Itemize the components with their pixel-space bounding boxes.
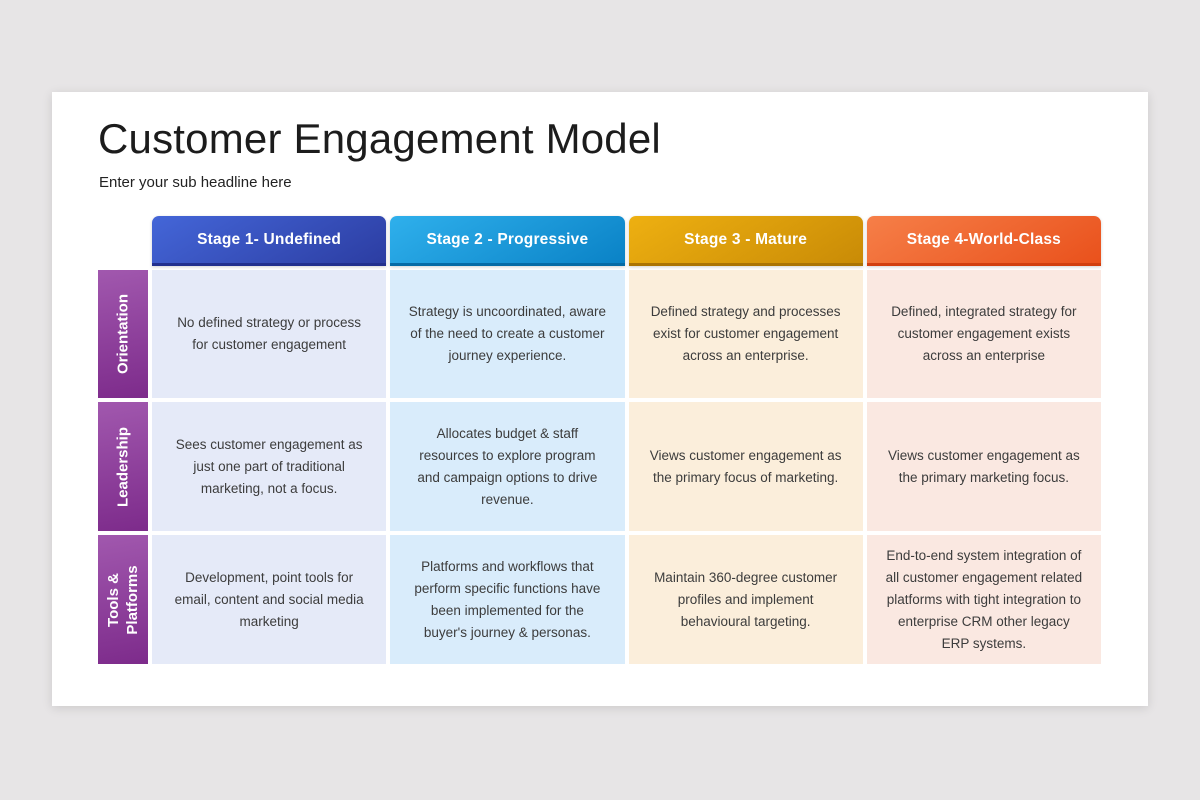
sub-headline: Enter your sub headline here — [99, 174, 292, 191]
column-header-stage-3: Stage 3 - Mature — [628, 216, 863, 266]
cell-tools-stage3: Maintain 360-degree customer profiles an… — [628, 535, 863, 664]
cell-orientation-stage1: No defined strategy or process for custo… — [152, 270, 387, 398]
cell-text: Platforms and workflows that perform spe… — [414, 558, 601, 640]
page-title: Customer Engagement Model — [98, 115, 661, 162]
row-label-orientation: Orientation — [98, 270, 148, 398]
cell-text: Strategy is uncoordinated, aware of the … — [408, 304, 607, 363]
column-header-label: Stage 2 - Progressive — [426, 230, 589, 248]
column-header-stage-2: Stage 2 - Progressive — [390, 216, 625, 266]
cell-tools-stage2: Platforms and workflows that perform spe… — [390, 535, 625, 664]
column-header-label: Stage 4-World-Class — [906, 230, 1061, 248]
cell-orientation-stage3: Defined strategy and processes exist for… — [628, 270, 863, 398]
column-header-stage-1: Stage 1- Undefined — [152, 216, 387, 266]
cell-leadership-stage3: Views customer engagement as the primary… — [628, 402, 863, 531]
cell-text: Maintain 360-degree customer profiles an… — [654, 569, 838, 629]
row-label-text: Leadership — [114, 426, 132, 507]
cell-orientation-stage2: Strategy is uncoordinated, aware of the … — [390, 270, 625, 398]
cell-text: Defined, integrated strategy for custome… — [891, 304, 1077, 363]
cell-text: Sees customer engagement as just one par… — [175, 436, 363, 496]
column-header-stage-4: Stage 4-World-Class — [866, 216, 1101, 266]
cell-leadership-stage4: Views customer engagement as the primary… — [866, 402, 1101, 531]
cell-text: Views customer engagement as the primary… — [649, 447, 842, 485]
row-label-text: Tools & Platforms — [105, 564, 141, 635]
cell-text: Views customer engagement as the primary… — [887, 447, 1080, 485]
cell-text: Development, point tools for email, cont… — [174, 569, 364, 629]
row-label-leadership: Leadership — [98, 402, 148, 531]
row-label-tools-platforms: Tools & Platforms — [98, 535, 148, 664]
cell-text: End-to-end system integration of all cus… — [885, 547, 1083, 651]
cell-text: Defined strategy and processes exist for… — [650, 304, 841, 363]
cell-leadership-stage2: Allocates budget & staff resources to ex… — [390, 402, 625, 531]
cell-text: Allocates budget & staff resources to ex… — [417, 425, 598, 507]
cell-tools-stage4: End-to-end system integration of all cus… — [866, 535, 1101, 664]
slide: Customer Engagement Model Enter your sub… — [52, 92, 1148, 706]
cell-text: No defined strategy or process for custo… — [177, 315, 362, 352]
column-header-label: Stage 1- Undefined — [197, 230, 342, 248]
matrix-corner — [98, 216, 148, 266]
cell-tools-stage1: Development, point tools for email, cont… — [152, 535, 387, 664]
column-header-label: Stage 3 - Mature — [684, 230, 808, 248]
cell-leadership-stage1: Sees customer engagement as just one par… — [152, 402, 387, 531]
engagement-matrix: Stage 1- Undefined Stage 2 - Progressive… — [98, 216, 1101, 664]
cell-orientation-stage4: Defined, integrated strategy for custome… — [866, 270, 1101, 398]
row-label-text: Orientation — [114, 294, 132, 375]
